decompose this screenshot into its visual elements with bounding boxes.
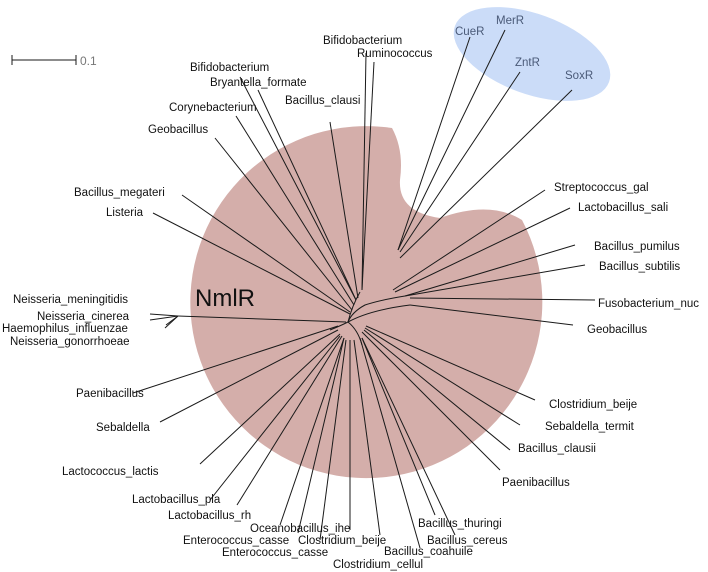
mer-leaf-labels: CueR MerR ZntR SoxR — [455, 15, 593, 82]
leaf-label: Clostridium_beije — [549, 399, 637, 411]
scale-bar: 0.1 — [11, 54, 97, 68]
leaf-label: Bifidobacterium — [190, 62, 269, 74]
leaf-label: Paenibacillus — [76, 388, 144, 400]
leaf-label: Oceanobacillus_ihe — [250, 523, 350, 535]
leaf-label: Lactococcus_lactis — [62, 466, 159, 478]
leaf-label: Bacillus_megateri — [74, 187, 165, 199]
leaf-labels: Bifidobacterium Ruminococcus Bifidobacte… — [2, 35, 699, 571]
nmlr-group-label: NmlR — [195, 285, 255, 312]
leaf-label: Sebaldella_termit — [545, 421, 635, 433]
leaf-label: Bifidobacterium — [323, 35, 402, 47]
leaf-label: Sebaldella — [96, 422, 150, 434]
leaf-label: Bacillus_coahuile — [384, 546, 473, 558]
leaf-label: Paenibacillus — [502, 477, 570, 489]
leaf-label: Listeria — [106, 207, 144, 219]
leaf-label: Haemophilus_influenzae — [2, 323, 128, 335]
leaf-label: Neisseria_meningitidis — [13, 294, 128, 306]
mer-leaf-label: MerR — [496, 15, 524, 27]
leaf-label: Bryantella_formate — [210, 77, 307, 89]
leaf-label: Lactobacillus_rh — [168, 510, 251, 522]
leaf-label: Bacillus_clausi — [285, 95, 360, 107]
leaf-label: Bacillus_clausii — [518, 443, 596, 455]
leaf-label: Enterococcus_casse — [222, 547, 328, 559]
leaf-label: Bacillus_thuringi — [418, 518, 502, 530]
leaf-label: Geobacillus — [148, 124, 208, 136]
leaf-label: Lactobacillus_pla — [132, 494, 221, 506]
leaf-label: Enterococcus_casse — [183, 535, 289, 547]
leaf-branches — [132, 29, 596, 549]
leaf-label: Streptococcus_gal — [554, 182, 649, 194]
leaf-label: Neisseria_cinerea — [37, 311, 130, 323]
leaf-label: Ruminococcus — [357, 48, 433, 60]
leaf-label: Geobacillus — [587, 324, 647, 336]
scale-bar-label: 0.1 — [80, 54, 97, 68]
mer-clade-shading — [453, 7, 611, 101]
mer-leaf-label: SoxR — [565, 70, 593, 82]
leaf-label: Corynebacterium — [169, 102, 257, 114]
leaf-label: Bacillus_pumilus — [594, 241, 680, 253]
leaf-label: Bacillus_cereus — [427, 535, 508, 547]
mer-leaf-label: CueR — [455, 26, 484, 38]
mer-leaf-label: ZntR — [515, 57, 540, 69]
leaf-label: Clostridium_beije — [298, 535, 386, 547]
leaf-label: Lactobacillus_sali — [578, 202, 668, 214]
leaf-label: Clostridium_cellul — [333, 559, 423, 571]
leaf-label: Bacillus_subtilis — [599, 261, 680, 273]
leaf-label: Neisseria_gonorrhoeae — [10, 336, 130, 348]
nmlr-clade-shading — [190, 126, 543, 479]
leaf-label: Fusobacterium_nuc — [598, 298, 699, 310]
tree-core — [329, 291, 411, 346]
